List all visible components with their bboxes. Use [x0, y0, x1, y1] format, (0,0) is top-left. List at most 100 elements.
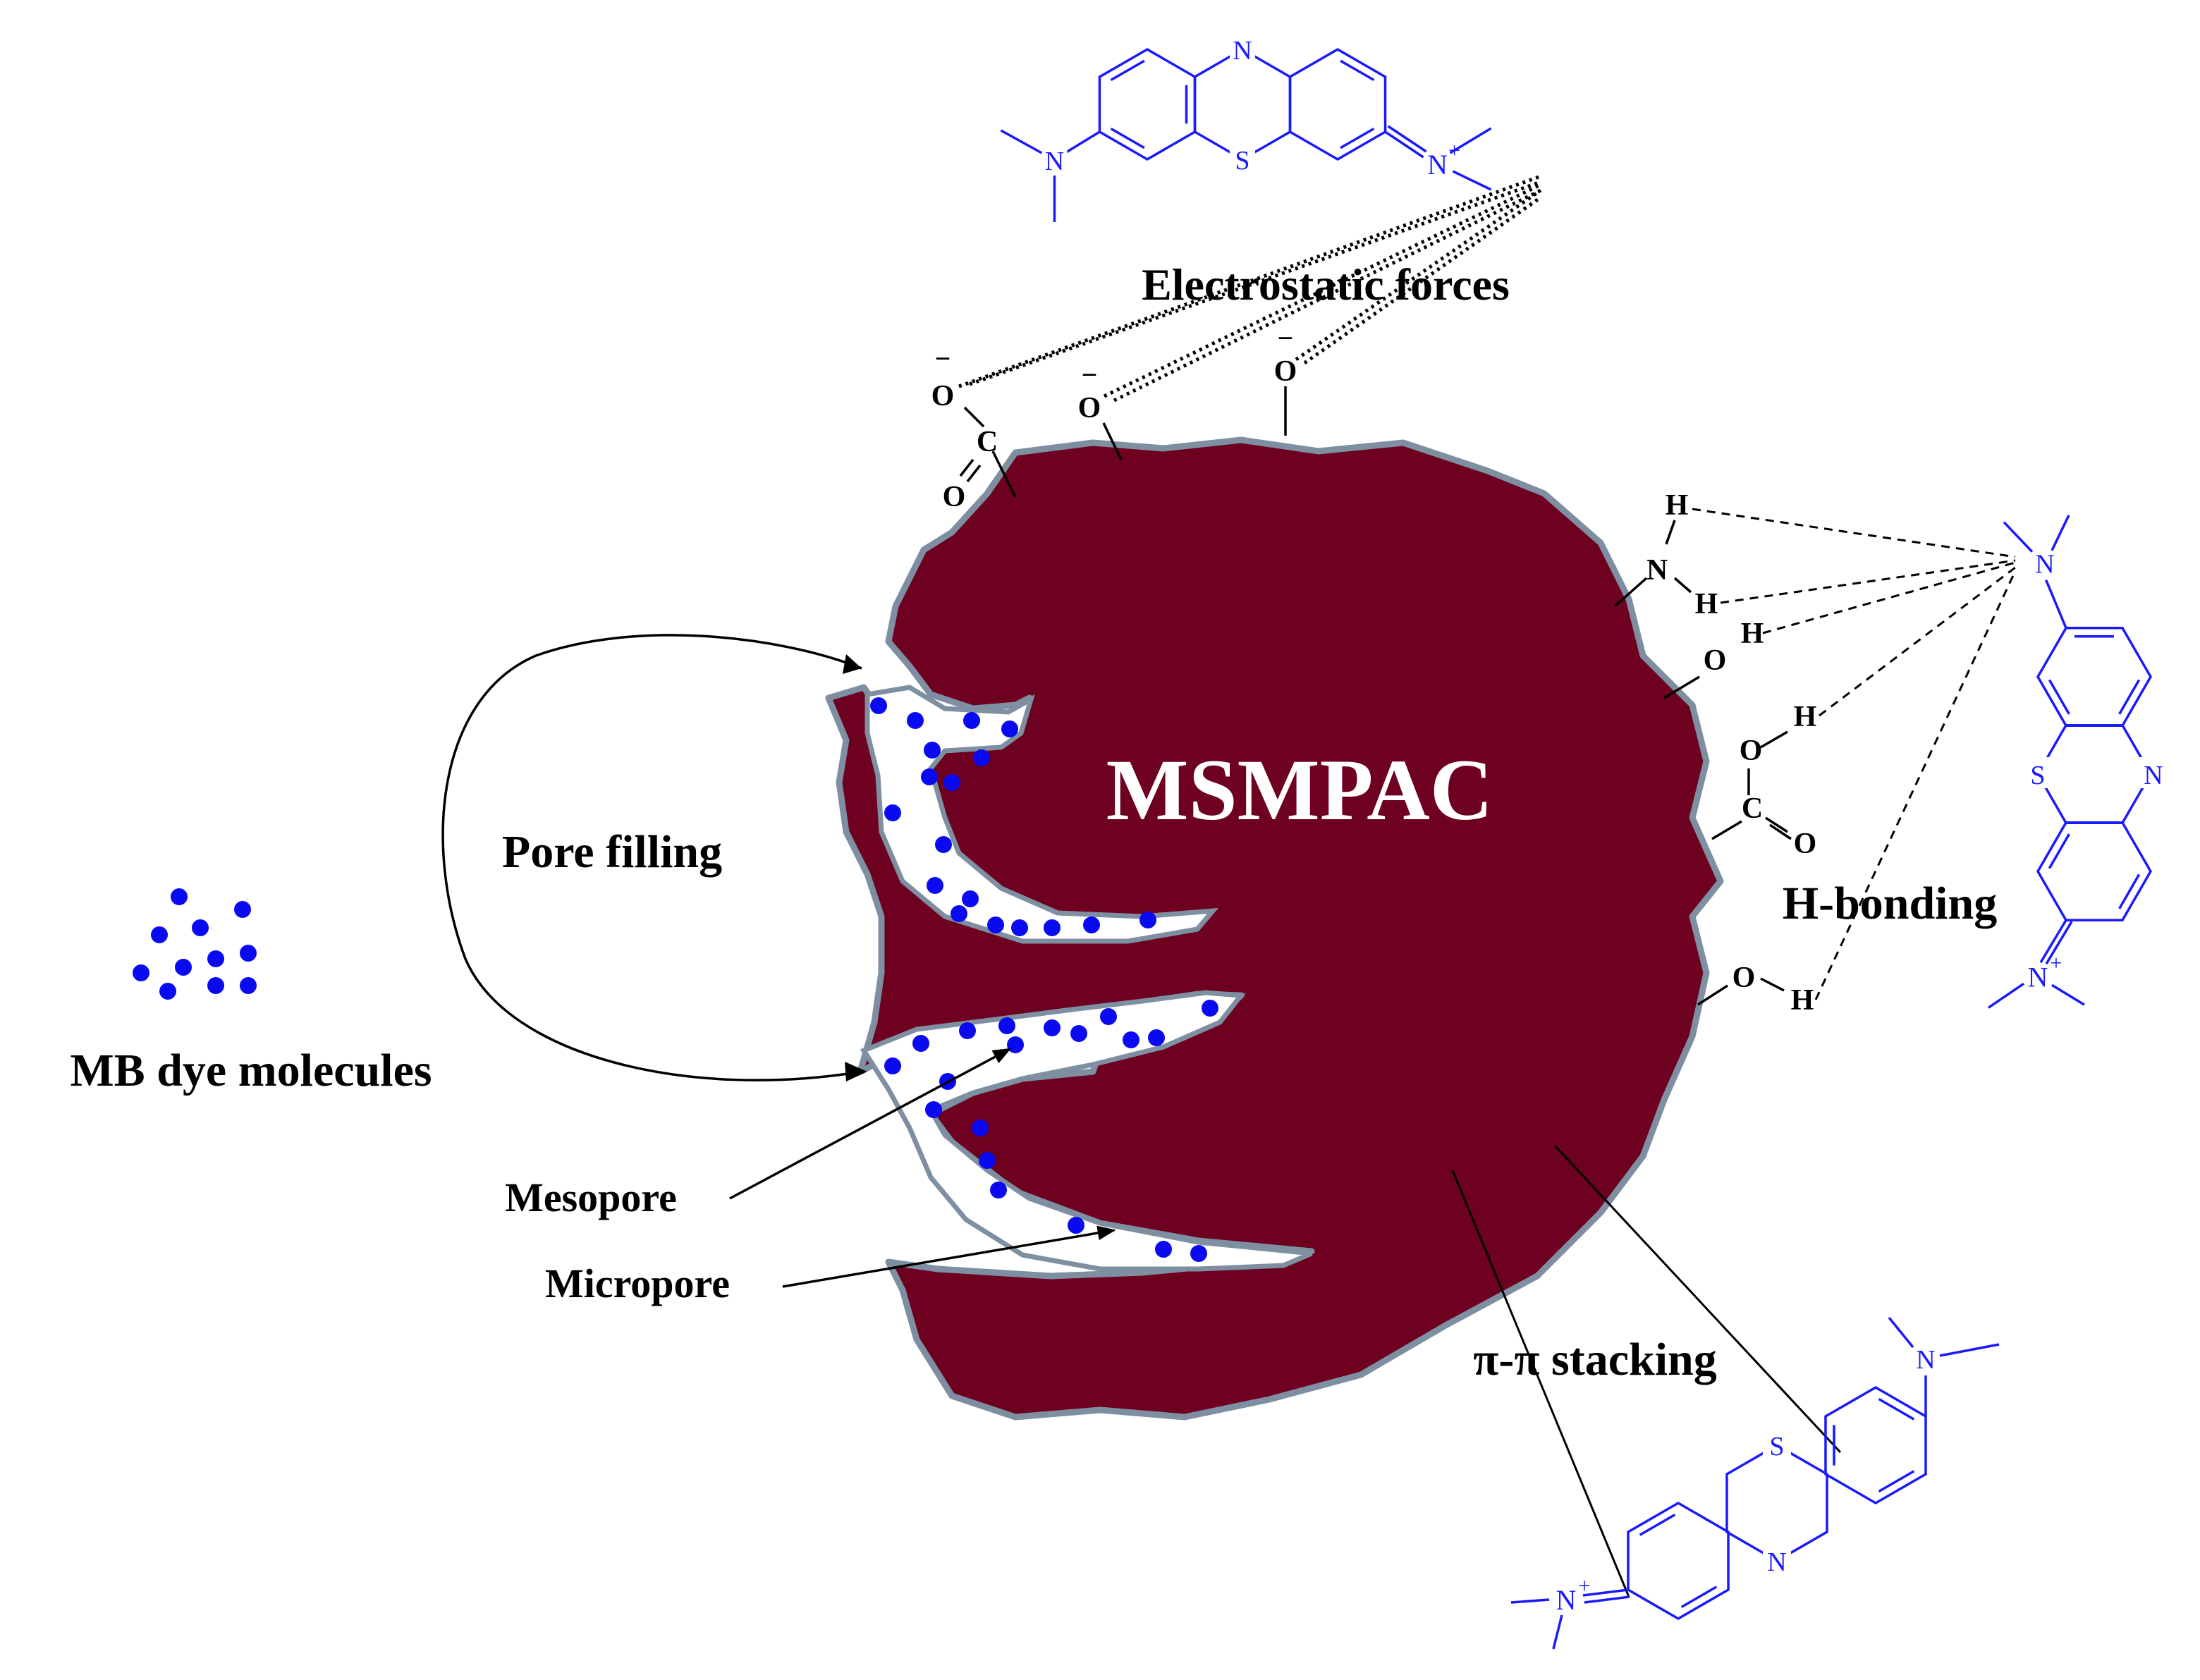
- pi-stacking-label: π-π stacking: [1473, 1334, 1717, 1385]
- ring-bond: [1193, 47, 1292, 161]
- bond: [1888, 1316, 1914, 1349]
- atom-N: N: [2028, 961, 2048, 993]
- dye-dot: [175, 959, 192, 976]
- micropore-label: Micropore: [545, 1261, 730, 1306]
- atom-C: C: [1742, 792, 1763, 825]
- dye-dot: [1011, 919, 1028, 936]
- charge-minus: −: [1278, 322, 1294, 354]
- mb-dye-cluster: [133, 888, 257, 1000]
- dye-dot: [240, 945, 257, 962]
- ring-bond: [1098, 47, 1197, 161]
- atom-O: O: [943, 481, 966, 513]
- atom-H: H: [1666, 489, 1689, 522]
- dye-dot: [912, 1035, 929, 1052]
- double-bond: [2118, 873, 2141, 909]
- dye-dot: [192, 919, 209, 936]
- pore-filling-label: Pore filling: [502, 826, 722, 878]
- electrostatic-label: Electrostatic forces: [1142, 259, 1510, 309]
- bond: [1510, 1598, 1550, 1604]
- double-bond: [1878, 1398, 1915, 1421]
- dye-dot: [959, 1022, 976, 1039]
- dye-dot: [207, 977, 224, 994]
- ring-bond: [1725, 1443, 1828, 1563]
- ring-bond: [2036, 723, 2153, 825]
- dye-dot: [884, 1057, 901, 1074]
- double-bond: [1340, 59, 1375, 82]
- dye-dot: [951, 905, 967, 922]
- dye-dot: [207, 950, 224, 967]
- bond: [1000, 129, 1043, 154]
- bond: [1452, 170, 1492, 191]
- atom-O: O: [1078, 392, 1101, 424]
- mesopore-label: Mesopore: [505, 1175, 677, 1220]
- upper-pore: [864, 685, 1219, 944]
- dye-dot: [924, 742, 941, 759]
- electrostatic-lines: [958, 174, 1542, 403]
- double-bond: [2118, 679, 2141, 715]
- double-bond: [1878, 1470, 1915, 1492]
- double-bond: [1110, 59, 1145, 82]
- dye-dot: [1068, 1217, 1084, 1234]
- atom-H: H: [1695, 588, 1718, 620]
- particle-body: [825, 436, 1724, 1421]
- dye-dot: [1155, 1241, 1172, 1258]
- dye-dot: [133, 964, 149, 981]
- dye-dot: [962, 890, 979, 907]
- atom-N: N: [1233, 36, 1252, 66]
- dye-dot: [927, 877, 943, 894]
- dye-dot: [1190, 1245, 1207, 1262]
- double-bond: [2048, 833, 2070, 869]
- bond: [2039, 919, 2067, 964]
- atom-N: N: [1916, 1345, 1935, 1375]
- bond: [2051, 514, 2070, 551]
- ring-bond: [2036, 821, 2153, 922]
- mesopore-pointer: [729, 1048, 1012, 1200]
- dye-dot: [1100, 1008, 1117, 1025]
- bond: [1387, 125, 1427, 153]
- dye-dot: [171, 888, 188, 905]
- dye-dot: [935, 836, 952, 853]
- pi-stacking-lines: [1451, 1144, 1842, 1598]
- dye-dot: [998, 1017, 1015, 1034]
- dye-dot: [159, 983, 176, 1000]
- dye-dot: [870, 697, 887, 714]
- dye-dot: [963, 712, 980, 729]
- dye-dot: [240, 977, 257, 994]
- atom-O: O: [1794, 828, 1817, 860]
- charge-minus: −: [935, 343, 951, 374]
- dye-dot: [925, 1101, 942, 1118]
- bond: [1552, 1614, 1563, 1650]
- atom-N: N: [2144, 761, 2163, 790]
- dye-dot: [973, 749, 990, 766]
- atom-N: N: [1427, 149, 1448, 180]
- dye-dot: [972, 1120, 989, 1136]
- bond: [2043, 577, 2067, 629]
- h-bond-lines: [1692, 508, 2017, 1000]
- bond: [1584, 1595, 1630, 1604]
- ring-bond: [1288, 47, 1387, 161]
- double-bond: [1110, 127, 1145, 149]
- pore-filling-arrow: [441, 634, 867, 1081]
- dye-dot: [1202, 1000, 1218, 1017]
- msmpac-label: MSMPAC: [1106, 742, 1493, 838]
- atom-S: S: [2030, 761, 2045, 790]
- atom-plus: +: [1579, 1574, 1591, 1598]
- atom-O: O: [1740, 735, 1763, 767]
- lower-pore: [860, 990, 1313, 1272]
- h-bonding-label: H-bonding: [1783, 878, 1997, 929]
- atom-O: O: [1733, 962, 1756, 994]
- mb-dye-label: MB dye molecules: [70, 1045, 432, 1096]
- dye-dot: [1044, 1019, 1061, 1036]
- bond: [1988, 982, 2024, 1009]
- dye-dot: [1001, 721, 1018, 737]
- atom-O: O: [931, 380, 955, 412]
- dye-dot: [1007, 1036, 1024, 1053]
- dye-dot: [987, 916, 1004, 933]
- dye-dot: [1070, 1025, 1087, 1042]
- bond: [1939, 1343, 2000, 1357]
- atom-N: N: [1646, 554, 1668, 587]
